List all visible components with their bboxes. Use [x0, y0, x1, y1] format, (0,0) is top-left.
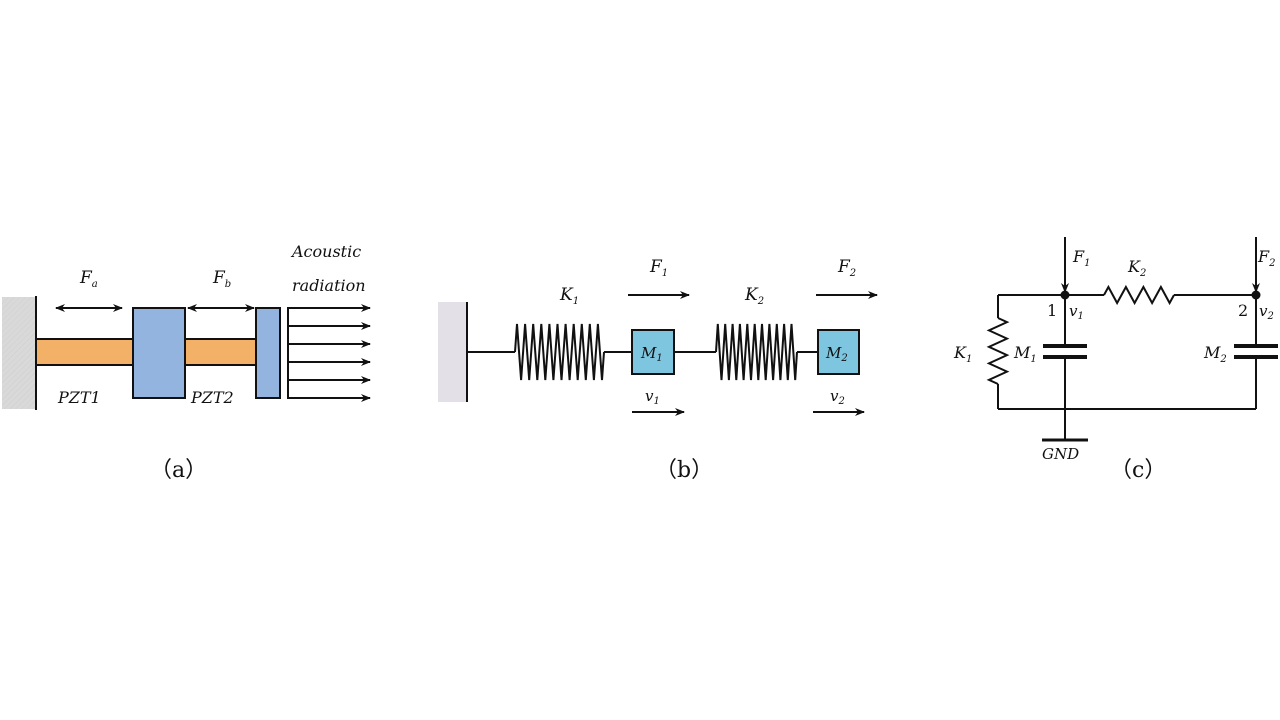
v1-label: v1	[1069, 302, 1084, 322]
f1-label: F1	[649, 257, 668, 279]
m2-label: M2	[1203, 343, 1227, 365]
pzt2-label: PZT2	[190, 388, 234, 407]
mass-block-1	[132, 307, 186, 399]
force-b-label: Fb	[212, 268, 231, 290]
caption-c: （c）	[1110, 458, 1166, 483]
f2-label: F2	[1257, 247, 1275, 269]
spring-k1	[514, 323, 605, 381]
gnd-label: GND	[1042, 445, 1079, 463]
v2-label: v2	[830, 387, 845, 407]
caption-a: （a）	[150, 458, 207, 483]
mass-m2	[817, 329, 860, 375]
force-a-label: Fa	[79, 268, 98, 290]
radiation-arrows	[288, 304, 371, 402]
acoustic-label: Acoustic	[290, 242, 361, 261]
pzt1-label: PZT1	[57, 388, 101, 407]
panel-a: Fa Fb Acoustic radiation PZT1 PZT2 （a）	[2, 242, 371, 483]
panel-c: F1 F2 K2 K1 M1 M2 1 2 v1 v2 GND （c）	[953, 237, 1278, 483]
fixed-wall	[2, 297, 36, 409]
node-2-label: 2	[1238, 301, 1248, 320]
m1-label: M1	[640, 344, 663, 364]
spring-k2	[715, 323, 798, 381]
radiating-plate	[255, 307, 281, 399]
m2-label: M2	[825, 344, 848, 364]
resistor-k2	[1103, 284, 1175, 306]
fixed-wall	[438, 302, 466, 402]
node-1-dot	[1060, 290, 1070, 300]
panel-b: M1 M2 K1 K2 F1 F2 v1 v2 （b）	[438, 257, 878, 483]
k2-label: K2	[1127, 257, 1146, 279]
k1-label: K1	[953, 343, 972, 365]
f1-label: F1	[1072, 247, 1090, 269]
node-1-label: 1	[1047, 301, 1057, 320]
k2-label: K2	[744, 285, 764, 307]
pzt2-bar	[184, 338, 257, 366]
node-2-dot	[1251, 290, 1261, 300]
k1-label: K1	[559, 285, 579, 307]
caption-b: （b）	[655, 458, 713, 483]
v1-label: v1	[645, 387, 660, 407]
resistor-k1	[986, 317, 1010, 385]
m1-label: M1	[1013, 343, 1037, 365]
v2-label: v2	[1259, 302, 1274, 322]
pzt1-bar	[35, 338, 134, 366]
radiation-label: radiation	[292, 276, 366, 295]
f2-label: F2	[837, 257, 856, 279]
